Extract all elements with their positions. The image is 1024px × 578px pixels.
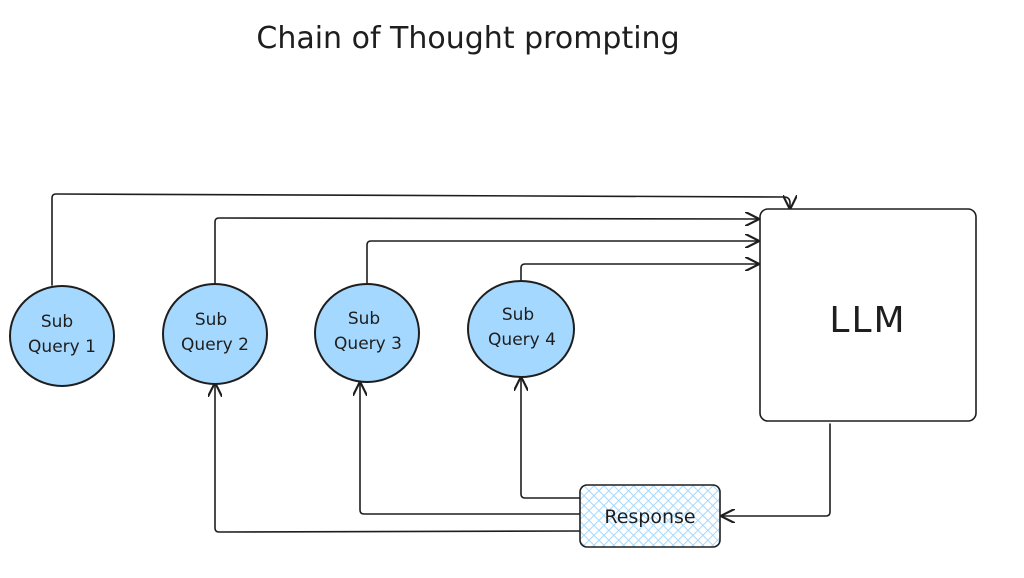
- sub-query-1-label-line2: Query 1: [28, 337, 96, 357]
- edge-subquery4-to-llm: [520, 264, 758, 281]
- diagram-title: Chain of Thought prompting: [256, 21, 679, 56]
- sub-query-4-label-line1: Sub: [502, 305, 534, 325]
- llm-node[interactable]: LLM: [759, 208, 977, 422]
- response-box: [579, 484, 721, 548]
- edge-subquery2-to-llm: [214, 218, 758, 284]
- llm-label: LLM: [829, 300, 906, 341]
- edge-subquery3-to-llm: [366, 241, 758, 284]
- edge-response-to-subquery3: [360, 383, 581, 515]
- sub-query-2-label-line2: Query 2: [181, 335, 249, 355]
- sub-query-3-node[interactable]: Sub Query 3: [314, 283, 420, 383]
- sub-query-4-label-line2: Query 4: [488, 330, 556, 350]
- response-label: Response: [604, 506, 695, 528]
- sub-query-3-label-line1: Sub: [348, 309, 380, 329]
- response-node[interactable]: Response: [579, 484, 721, 548]
- edge-llm-to-response: [722, 423, 831, 516]
- sub-query-4-shape: [467, 280, 575, 378]
- edge-response-to-subquery2: [215, 384, 581, 533]
- sub-query-4-node[interactable]: Sub Query 4: [467, 280, 575, 378]
- sub-query-1-label-line1: Sub: [41, 312, 73, 332]
- llm-box: [759, 208, 977, 422]
- sub-query-2-shape: [162, 283, 268, 385]
- sub-query-1-node[interactable]: Sub Query 1: [9, 285, 115, 387]
- sub-query-3-label-line2: Query 3: [334, 334, 402, 354]
- sub-query-3-shape: [314, 283, 420, 383]
- edge-response-to-subquery4: [521, 378, 581, 499]
- edge-subquery1-to-llm: [51, 193, 790, 286]
- sub-query-2-node[interactable]: Sub Query 2: [162, 283, 268, 385]
- sub-query-2-label-line1: Sub: [195, 310, 227, 330]
- sub-query-1-shape: [9, 285, 115, 387]
